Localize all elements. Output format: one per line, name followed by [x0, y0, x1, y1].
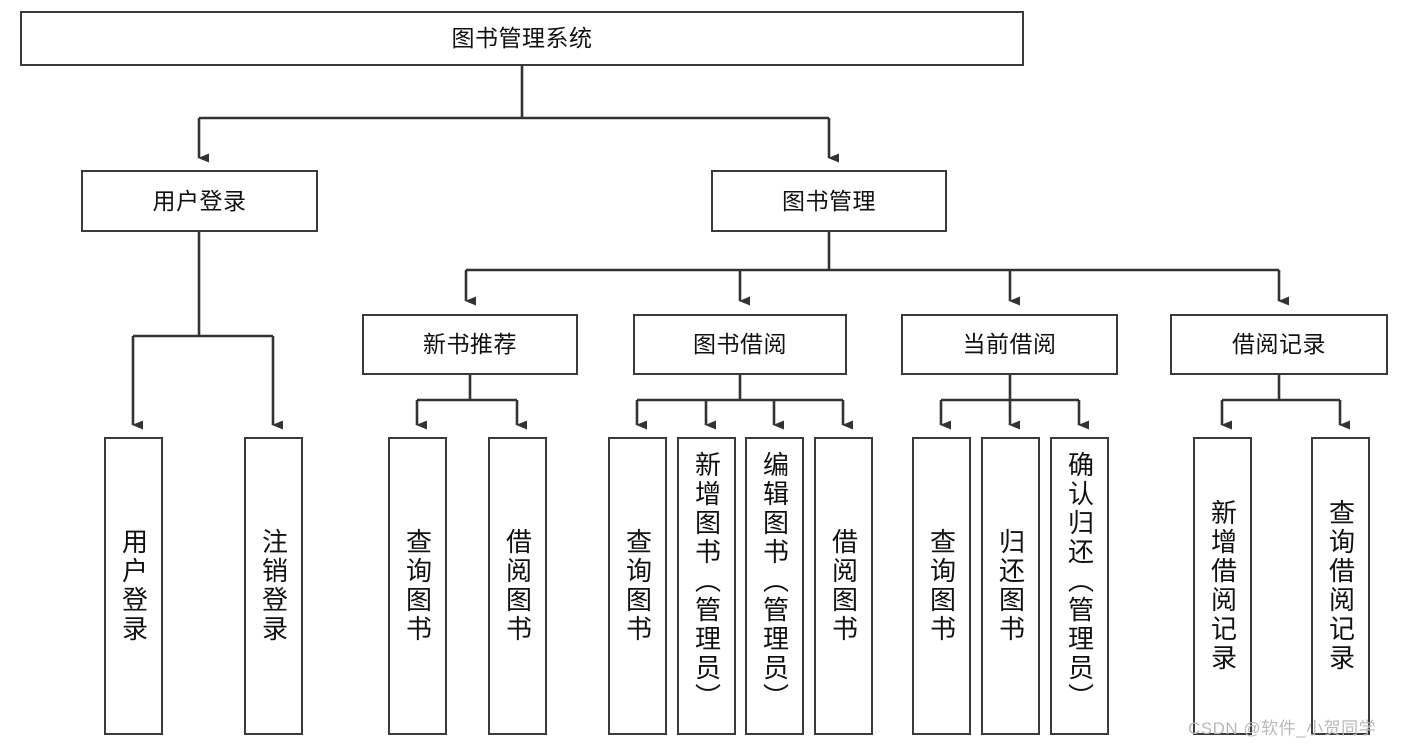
node-user-login[interactable]: 用户登录	[81, 170, 318, 232]
node-root-system[interactable]: 图书管理系统	[20, 11, 1024, 66]
node-book-borrow[interactable]: 图书借阅	[633, 314, 847, 375]
leaf-records-add-record[interactable]: 新增借阅记录	[1193, 437, 1252, 735]
node-label: 新增图书（管理员）	[691, 451, 722, 712]
leaf-records-query-record[interactable]: 查询借阅记录	[1311, 437, 1370, 735]
leaf-borrow-add-book-admin[interactable]: 新增图书（管理员）	[677, 437, 736, 735]
leaf-borrow-edit-book-admin[interactable]: 编辑图书（管理员）	[745, 437, 804, 735]
watermark: CSDN @软件_小贺同学	[1188, 719, 1377, 738]
leaf-borrow-query-book[interactable]: 查询图书	[608, 437, 667, 735]
node-label: 新增借阅记录	[1207, 499, 1238, 673]
leaf-recommend-query-book[interactable]: 查询图书	[388, 437, 447, 735]
leaf-current-query-book[interactable]: 查询图书	[912, 437, 971, 735]
node-label: 图书管理	[782, 187, 876, 214]
node-current-borrow[interactable]: 当前借阅	[901, 314, 1118, 375]
node-label: 图书借阅	[693, 331, 787, 358]
leaf-recommend-borrow-book[interactable]: 借阅图书	[488, 437, 547, 735]
node-borrow-records[interactable]: 借阅记录	[1170, 314, 1388, 375]
node-label: 借阅图书	[502, 528, 533, 644]
node-label: 用户登录	[118, 528, 149, 644]
node-new-book-recommend[interactable]: 新书推荐	[362, 314, 578, 375]
node-book-management[interactable]: 图书管理	[711, 170, 947, 232]
node-label: 当前借阅	[962, 331, 1057, 358]
node-label: 查询图书	[926, 528, 957, 644]
node-label: 查询图书	[402, 528, 433, 644]
node-label: 新书推荐	[423, 331, 517, 358]
node-label: 借阅记录	[1232, 331, 1326, 358]
leaf-user-login-login[interactable]: 用户登录	[104, 437, 163, 735]
node-label: 注销登录	[258, 528, 289, 644]
node-label: 查询图书	[622, 528, 653, 644]
leaf-current-return-book[interactable]: 归还图书	[981, 437, 1040, 735]
leaf-user-login-logout[interactable]: 注销登录	[244, 437, 303, 735]
node-label: 归还图书	[995, 528, 1026, 644]
node-label: 用户登录	[152, 187, 247, 214]
node-label: 查询借阅记录	[1325, 499, 1356, 673]
node-label: 编辑图书（管理员）	[759, 451, 790, 712]
node-label: 借阅图书	[828, 528, 859, 644]
leaf-current-confirm-return-admin[interactable]: 确认归还（管理员）	[1050, 437, 1109, 735]
leaf-borrow-borrow-book[interactable]: 借阅图书	[814, 437, 873, 735]
node-label: 确认归还（管理员）	[1064, 451, 1095, 712]
node-label: 图书管理系统	[451, 25, 593, 52]
